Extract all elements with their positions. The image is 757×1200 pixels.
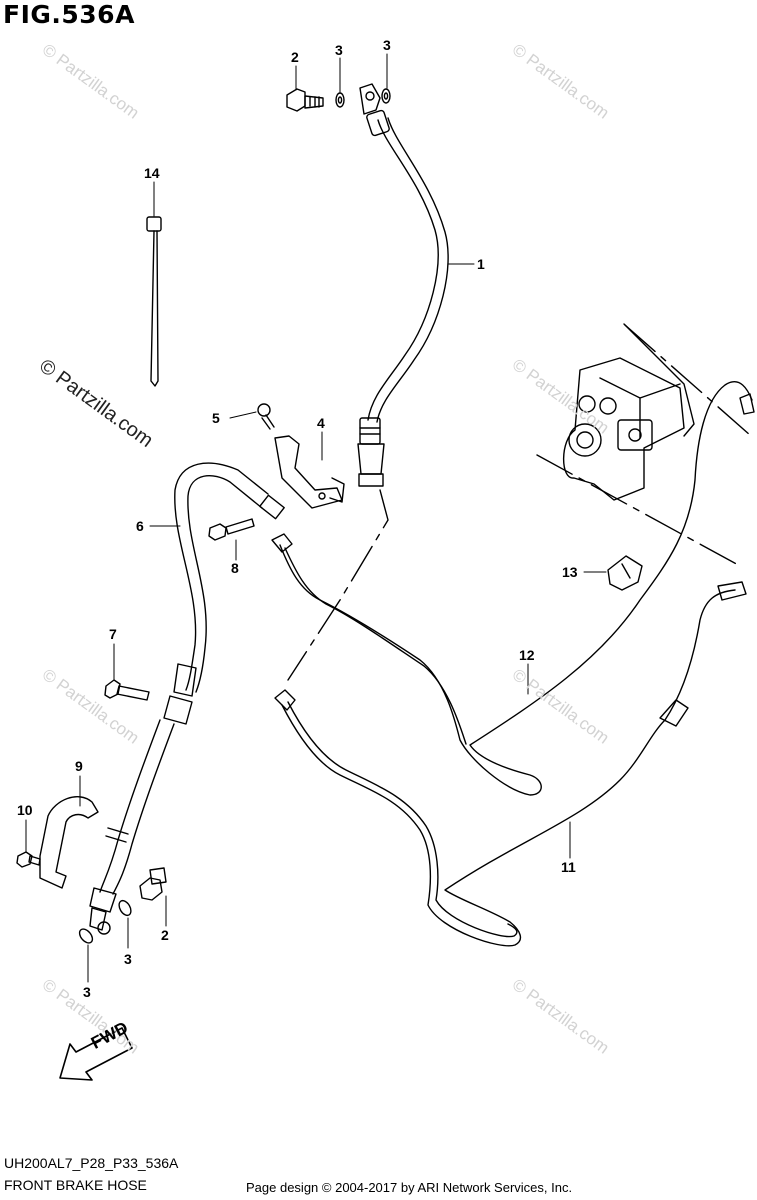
hose-clamp — [39, 796, 99, 889]
bracket-bolt — [257, 403, 275, 430]
figure-caption: FRONT BRAKE HOSE — [4, 1177, 147, 1193]
callout-6: 6 — [136, 518, 144, 534]
callout-3-lower-a: 3 — [124, 951, 132, 967]
figure-title: FIG.536A — [3, 0, 135, 29]
washer-upper-1 — [335, 92, 345, 108]
callout-1: 1 — [477, 256, 485, 272]
callout-9: 9 — [75, 758, 83, 774]
page-credit: Page design © 2004-2017 by ARI Network S… — [246, 1180, 573, 1195]
fwd-arrow-outline — [59, 1027, 133, 1081]
callout-13: 13 — [562, 564, 578, 580]
brake-hose-lower — [89, 462, 285, 935]
callout-2-lower: 2 — [161, 927, 169, 943]
callout-14: 14 — [144, 165, 160, 181]
callout-12: 12 — [519, 647, 535, 663]
banjo-bolt-lower — [139, 867, 167, 901]
pipe-clip — [607, 555, 643, 591]
callout-11: 11 — [561, 859, 576, 875]
bracket-bolt-long — [208, 518, 255, 541]
washer-lower-2 — [78, 928, 94, 944]
abs-unit — [536, 323, 751, 567]
callout-7: 7 — [109, 626, 117, 642]
brake-pipe-rear — [271, 381, 755, 796]
clamp-bolt-small — [16, 851, 41, 868]
callout-3-lower-b: 3 — [83, 984, 91, 1000]
callout-3-upper-a: 3 — [335, 42, 343, 58]
banjo-bolt-upper — [286, 88, 324, 112]
callout-4: 4 — [317, 415, 325, 431]
banjo-fitting-upper — [359, 83, 381, 115]
cable-tie — [146, 216, 162, 387]
callout-3-upper-b: 3 — [383, 37, 391, 53]
washer-upper-2 — [381, 88, 391, 104]
hose-bracket — [274, 435, 345, 509]
washer-lower-1 — [118, 899, 132, 917]
callout-8: 8 — [231, 560, 239, 576]
figure-code: UH200AL7_P28_P33_536A — [4, 1155, 179, 1171]
brake-hose-upper — [357, 109, 449, 487]
brake-pipe-front — [274, 581, 747, 947]
callout-10: 10 — [17, 802, 33, 818]
clamp-bolt — [104, 679, 150, 701]
callout-5: 5 — [212, 410, 220, 426]
callout-2-upper: 2 — [291, 49, 299, 65]
